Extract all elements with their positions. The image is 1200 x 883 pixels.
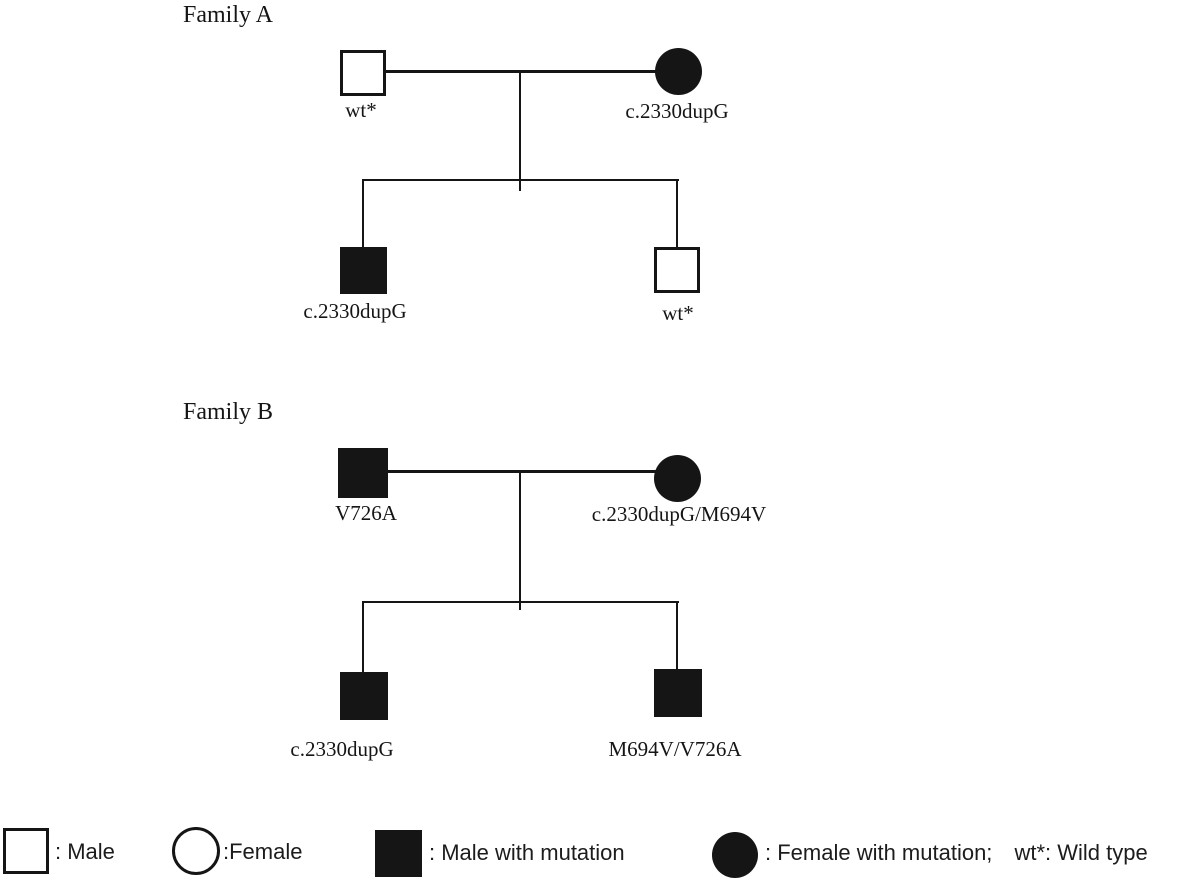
family-b-mother-genotype-label: c.2330dupG/M694V: [591, 502, 767, 526]
legend-female-icon: [172, 827, 220, 875]
legend-female-label: :Female: [223, 839, 303, 864]
legend-male-label: : Male: [55, 839, 115, 864]
family-a-title: Family A: [183, 2, 274, 28]
legend-wildtype-note: wt*: Wild type: [1014, 840, 1148, 865]
family-b-father-genotype-label: V726A: [335, 501, 397, 525]
family-a-mother-genotype-label: c.2330dupG: [625, 99, 729, 123]
family-b-child-1-drop-line: [362, 602, 364, 673]
family-a-mother-symbol: [655, 48, 702, 95]
legend-male-icon: [3, 828, 49, 874]
legend-female-with-mutation-label: : Female with mutation;: [765, 840, 993, 865]
family-b-descent-line: [519, 472, 521, 610]
legend-female-with-mutation-icon: [712, 832, 758, 878]
family-b-child-2-genotype-label: M694V/V726A: [608, 737, 742, 761]
family-a-sibling-line: [362, 179, 679, 181]
legend-female-with-mutation-entry: : Female with mutation; wt*: Wild type: [765, 840, 1148, 866]
family-b-sibling-line: [362, 601, 679, 603]
family-a-child-1-genotype-label: c.2330dupG: [303, 299, 407, 323]
family-b-child-1-genotype-label: c.2330dupG: [290, 737, 394, 761]
family-a-child-1-drop-line: [362, 180, 364, 248]
family-b-mother-symbol: [654, 455, 701, 502]
family-b-father-symbol: [338, 448, 388, 498]
family-a-father-genotype-label: wt*: [345, 98, 377, 122]
family-a-child-2-symbol: [654, 247, 700, 293]
family-b-child-1-symbol: [340, 672, 388, 720]
family-b-title: Family B: [183, 399, 274, 425]
family-a-father-symbol: [340, 50, 386, 96]
family-a-couple-line: [384, 70, 657, 73]
legend-male-with-mutation-icon: [375, 830, 422, 877]
family-b-child-2-drop-line: [676, 602, 678, 670]
family-a-child-2-drop-line: [676, 180, 678, 248]
family-b-child-2-symbol: [654, 669, 702, 717]
family-b-couple-line: [386, 470, 656, 473]
legend-male-with-mutation-label: : Male with mutation: [429, 840, 625, 865]
family-a-child-1-symbol: [340, 247, 387, 294]
family-a-child-2-genotype-label: wt*: [662, 301, 694, 325]
family-a-descent-line: [519, 72, 521, 191]
